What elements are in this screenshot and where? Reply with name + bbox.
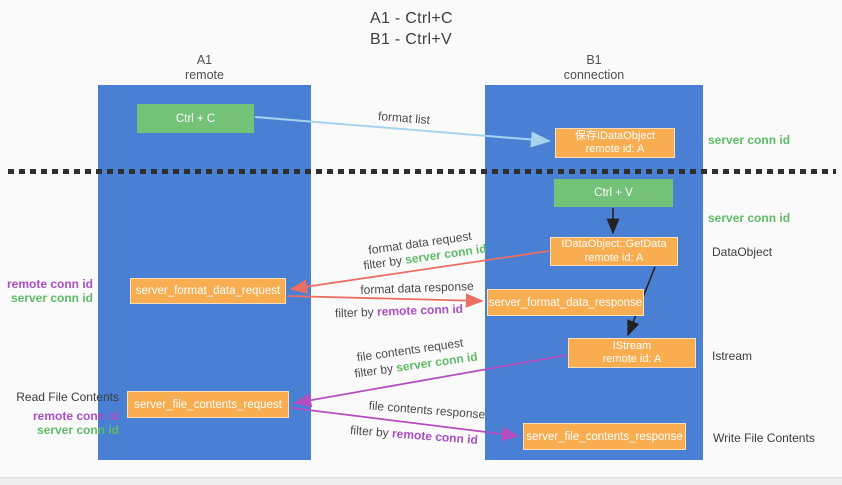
file-response-label: server_file_contents_response	[526, 430, 683, 443]
filter-key-remote-conn-id: remote conn id	[376, 301, 464, 319]
left-conn-id-group-2: Read File Contents remote conn id server…	[0, 390, 119, 437]
dotted-divider-line	[8, 169, 836, 174]
title-line-1: A1 - Ctrl+C	[370, 10, 453, 27]
save-dataobject-node: 保存IDataObject remote id: A	[555, 128, 675, 158]
format-data-response-label: format data response	[360, 279, 474, 297]
istream-line2: remote id: A	[602, 353, 662, 365]
remote-conn-id-label-1: remote conn id	[6, 277, 93, 291]
file-response-node: server_file_contents_response	[523, 423, 686, 450]
istream-node: IStream remote id: A	[568, 338, 696, 368]
dataobject-label: DataObject	[712, 245, 773, 259]
server-conn-id-label-1: server conn id	[10, 291, 93, 305]
diagram-title: A1 - Ctrl+C B1 - Ctrl+V	[370, 8, 453, 50]
filter-prefix: filter by	[353, 361, 394, 381]
istream-line1: IStream	[612, 339, 652, 352]
read-file-contents-label: Read File Contents	[16, 390, 119, 404]
write-file-contents-label: Write File Contents	[713, 431, 815, 445]
save-dataobject-line2: remote id: A	[585, 143, 645, 155]
server-conn-id-label-top: server conn id	[708, 133, 791, 147]
file-contents-response-label: file contents response	[368, 398, 486, 422]
format-response-arrow	[286, 293, 484, 308]
title-line-2: B1 - Ctrl+V	[370, 31, 452, 48]
column-a-role: remote	[185, 68, 224, 82]
format-request-node: server_format_data_request	[130, 278, 286, 304]
format-list-arrow-label: format list	[377, 108, 431, 128]
istream-side-label: Istream	[712, 349, 753, 363]
getdata-line1: IDataObject::GetData	[561, 238, 667, 250]
column-a-header: A1 remote	[98, 53, 311, 83]
filter-prefix: filter by	[334, 304, 374, 321]
save-dataobject-line1: 保存IDataObject	[574, 129, 656, 142]
left-conn-id-group-1: remote conn id server conn id	[0, 277, 93, 305]
ctrl-v-label: Ctrl + V	[594, 187, 633, 199]
column-a-id: A1	[196, 53, 213, 67]
file-request-label: server_file_contents_request	[134, 398, 282, 411]
ctrl-c-node: Ctrl + C	[137, 104, 254, 133]
getdata-node: IDataObject::GetData remote id: A	[550, 237, 678, 266]
column-b-header: B1 connection	[485, 53, 703, 83]
bottom-edge-strip	[0, 477, 842, 485]
remote-conn-id-label-2: remote conn id	[32, 409, 119, 423]
column-b-role: connection	[563, 68, 625, 82]
server-conn-id-label-mid: server conn id	[708, 211, 791, 225]
ctrl-c-label: Ctrl + C	[175, 112, 216, 125]
getdata-line2: remote id: A	[584, 251, 644, 264]
file-contents-response-filter-label: filter by remote conn id	[331, 422, 498, 449]
server-conn-id-label-2: server conn id	[36, 423, 119, 437]
format-response-node: server_format_data_response	[487, 289, 644, 316]
column-b-id: B1	[586, 53, 602, 67]
format-data-response-filter-label: filter by remote conn id	[319, 301, 479, 321]
format-request-label: server_format_data_request	[135, 285, 281, 297]
filter-key-remote-conn-id: remote conn id	[391, 426, 479, 448]
file-request-node: server_file_contents_request	[127, 391, 289, 418]
ctrl-v-node: Ctrl + V	[554, 179, 673, 207]
filter-prefix: filter by	[349, 422, 390, 440]
format-response-label: server_format_data_response	[488, 296, 643, 309]
